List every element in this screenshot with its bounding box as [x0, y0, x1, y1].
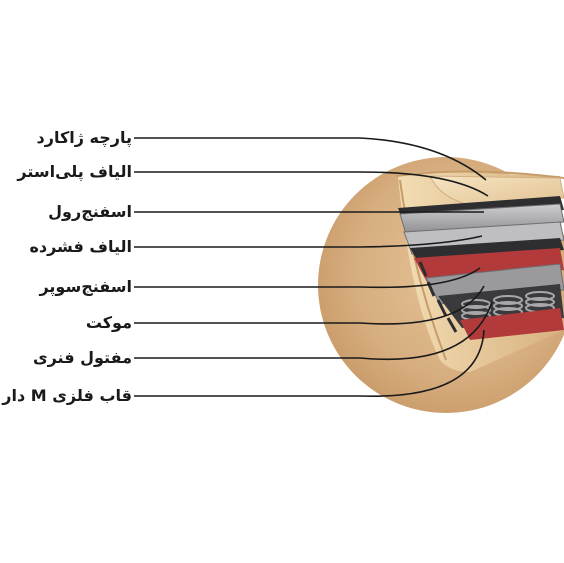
label-roll-foam: اسفنج‌رول: [48, 202, 132, 221]
label-m-metal-frame: قاب فلزی M دار: [2, 386, 132, 405]
leader-line-frame: [134, 329, 485, 397]
leader-line-polyester: [134, 171, 489, 197]
leader-line-felt: [134, 285, 485, 325]
leader-line-compressed-fiber: [134, 235, 483, 248]
label-spring-wire: مفتول فنری: [32, 348, 132, 367]
label-polyester-fiber: الیاف پلی‌استر: [17, 162, 132, 181]
leader-line-jacquard: [134, 137, 487, 181]
leader-lines: [134, 137, 493, 397]
leader-line-spring: [134, 301, 493, 361]
red-bottom-band: [460, 308, 564, 340]
label-felt: موکت: [85, 313, 132, 332]
label-compressed-fiber: الیاف فشرده: [29, 237, 132, 256]
label-jacquard-fabric: پارچه ژاکارد: [36, 128, 132, 147]
mattress-side-seam: [399, 179, 447, 361]
leader-line-super-foam: [134, 267, 481, 289]
label-super-foam: اسفنج‌سوپر: [39, 277, 132, 296]
